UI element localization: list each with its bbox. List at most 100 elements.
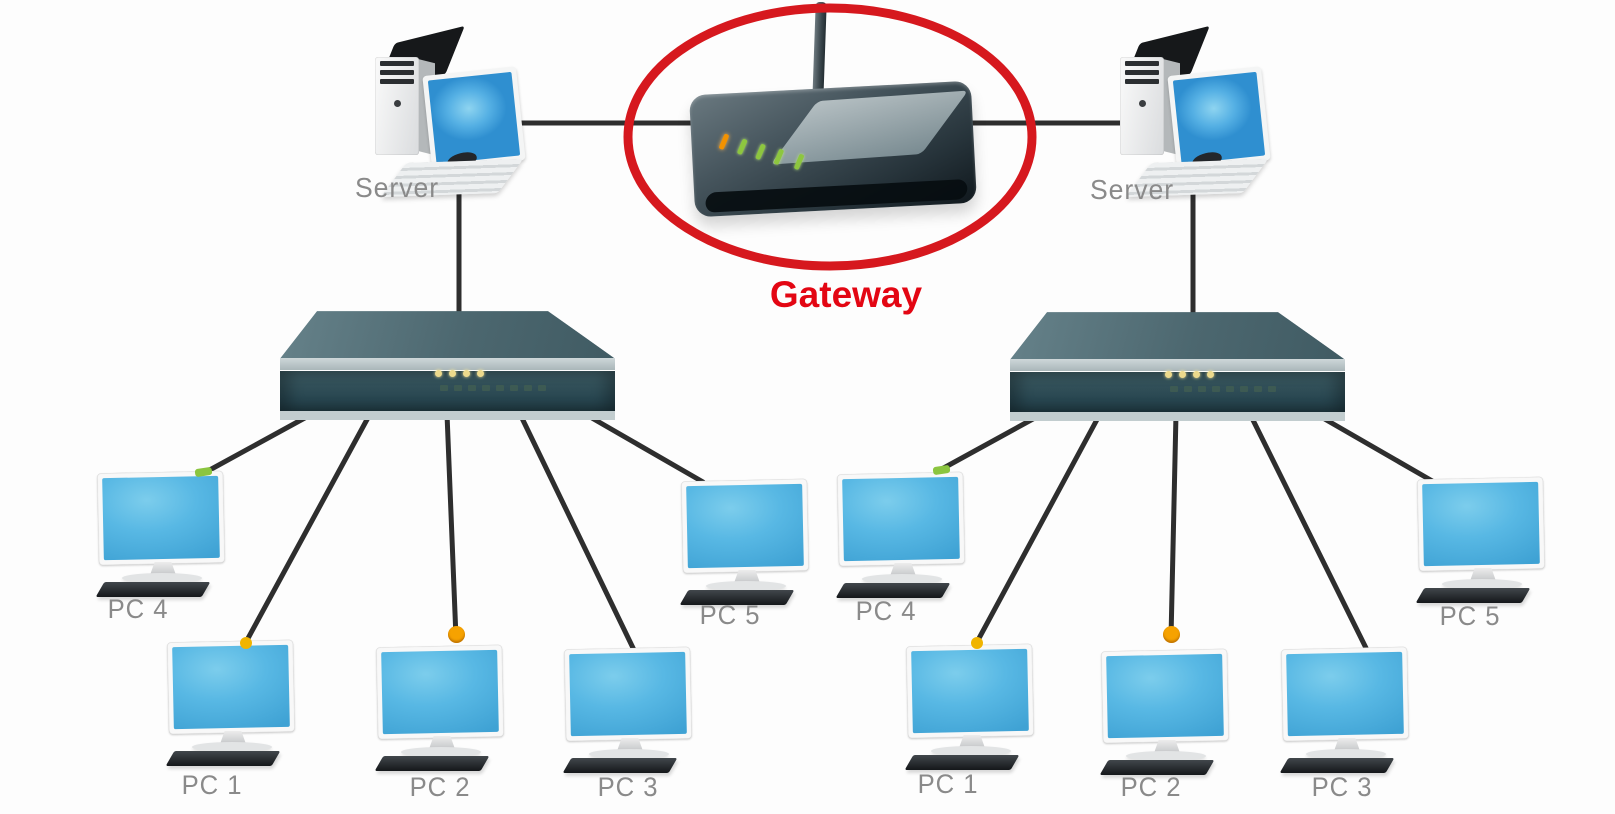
yellow-connector-icon bbox=[240, 637, 252, 649]
screen bbox=[911, 648, 1029, 734]
cable-switch-pc4-right bbox=[937, 411, 1045, 473]
switch-ports bbox=[440, 385, 546, 391]
orange-connector-icon bbox=[1163, 626, 1180, 643]
monitor-stand bbox=[734, 570, 760, 583]
monitor-stand bbox=[1470, 568, 1496, 581]
server-vent bbox=[1125, 61, 1159, 66]
monitor bbox=[167, 639, 295, 735]
server-power-button bbox=[393, 100, 401, 107]
pc-icon-left-5 bbox=[668, 478, 828, 612]
screen bbox=[1286, 651, 1404, 737]
pc-label-left-3: PC 3 bbox=[597, 772, 659, 802]
screen bbox=[569, 651, 687, 737]
switch-top bbox=[1010, 312, 1345, 360]
switch-leds bbox=[1165, 371, 1214, 378]
server-screen bbox=[427, 71, 521, 165]
cable-switch-pc3-right bbox=[1247, 411, 1370, 653]
cable-switch-pc1-right bbox=[974, 411, 1103, 645]
monitor-base bbox=[862, 574, 942, 584]
cable-switch-pc2-right bbox=[1168, 411, 1179, 641]
monitor-stand bbox=[1334, 738, 1360, 751]
monitor-base bbox=[122, 573, 202, 583]
keyboard-icon bbox=[904, 755, 1020, 770]
monitor-stand bbox=[429, 736, 455, 749]
server-label-right: Server bbox=[1089, 174, 1175, 205]
pc-icon-left-2 bbox=[363, 644, 523, 778]
server-vent bbox=[1125, 70, 1159, 75]
switch-band bbox=[1010, 359, 1345, 372]
pc-icon-left-1 bbox=[154, 639, 314, 773]
server-icon-left bbox=[355, 25, 555, 205]
screen bbox=[172, 644, 290, 730]
pc-label-right-5: PC 5 bbox=[1439, 601, 1501, 631]
server-tower-front bbox=[1120, 57, 1164, 155]
monitor-stand bbox=[220, 731, 246, 744]
server-power-button bbox=[1138, 100, 1146, 107]
monitor bbox=[564, 646, 692, 742]
monitor bbox=[1417, 476, 1545, 572]
keyboard-icon bbox=[1279, 758, 1395, 773]
monitor bbox=[97, 470, 225, 566]
screen bbox=[686, 483, 804, 569]
switch-bottom bbox=[1010, 412, 1345, 421]
pc-icon-right-4 bbox=[824, 471, 984, 605]
monitor bbox=[906, 643, 1034, 739]
monitor bbox=[681, 478, 809, 574]
keyboard-icon bbox=[165, 751, 281, 766]
pc-icon-right-2 bbox=[1088, 648, 1248, 782]
server-vent bbox=[1125, 79, 1159, 84]
pc-icon-right-5 bbox=[1404, 476, 1564, 610]
switch-leds bbox=[435, 370, 484, 377]
monitor bbox=[1281, 646, 1409, 742]
server-vent bbox=[380, 61, 414, 66]
monitor-base bbox=[931, 746, 1011, 756]
cable-switch-pc4-left bbox=[203, 411, 315, 475]
pc-label-right-4: PC 4 bbox=[855, 596, 917, 626]
switch-band bbox=[280, 358, 615, 371]
keyboard-icon bbox=[562, 758, 678, 773]
monitor-stand bbox=[150, 562, 176, 575]
pc-label-left-4: PC 4 bbox=[107, 594, 169, 624]
cable-switch-pc2-left bbox=[444, 411, 459, 641]
router-led-green bbox=[755, 143, 766, 161]
cable-switch-pc5-left bbox=[582, 411, 706, 485]
monitor bbox=[376, 644, 504, 740]
keyboard-icon bbox=[374, 756, 490, 771]
cable-switch-pc5-right bbox=[1313, 411, 1437, 485]
pc-label-right-1: PC 1 bbox=[917, 769, 979, 799]
monitor-base bbox=[1126, 751, 1206, 761]
pc-icon-left-4 bbox=[84, 470, 244, 604]
pc-icon-right-3 bbox=[1268, 646, 1428, 780]
screen bbox=[381, 649, 499, 735]
switch-bottom bbox=[280, 411, 615, 420]
monitor-stand bbox=[959, 735, 985, 748]
pc-icon-left-3 bbox=[551, 646, 711, 780]
gateway-label: Gateway bbox=[769, 274, 923, 315]
monitor bbox=[1101, 648, 1229, 744]
switch-icon-right bbox=[1010, 312, 1345, 421]
monitor-base bbox=[192, 742, 272, 752]
antenna-icon bbox=[812, 1, 827, 103]
monitor-stand bbox=[1154, 740, 1180, 753]
monitor-base bbox=[1442, 579, 1522, 589]
router-led-green bbox=[736, 138, 748, 156]
screen bbox=[842, 476, 960, 562]
server-screen bbox=[1172, 71, 1266, 165]
yellow-connector-icon bbox=[971, 637, 983, 649]
monitor-base bbox=[706, 581, 786, 591]
pc-label-left-5: PC 5 bbox=[699, 600, 761, 630]
gateway-router-icon bbox=[689, 1, 977, 218]
server-icon-right bbox=[1100, 25, 1300, 205]
pc-icon-right-1 bbox=[893, 643, 1053, 777]
monitor-base bbox=[589, 749, 669, 759]
pc-label-right-2: PC 2 bbox=[1120, 772, 1182, 802]
switch-icon-left bbox=[280, 311, 615, 420]
switch-ports bbox=[1170, 386, 1276, 392]
pc-label-right-3: PC 3 bbox=[1311, 772, 1373, 802]
router-body bbox=[689, 80, 977, 218]
screen bbox=[1422, 481, 1540, 567]
server-vent bbox=[380, 79, 414, 84]
monitor bbox=[837, 471, 965, 567]
